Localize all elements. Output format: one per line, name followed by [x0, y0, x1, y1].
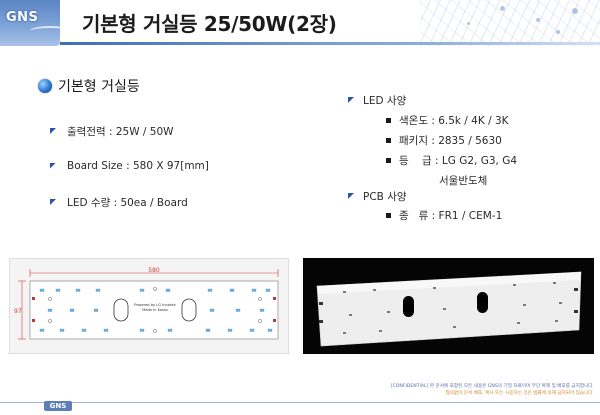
led-spec-heading: LED 사양	[348, 93, 406, 108]
led-spec-package: 패키지 : 2835 / 5630	[386, 133, 502, 148]
gns-logo: GNS	[0, 0, 70, 46]
spec-led-count: LED 수량 : 50ea / Board	[50, 195, 188, 210]
globe-bullet-icon	[38, 79, 52, 93]
notice-line-1: [CONFIDENTIAL] 본 문서에 포함된 모든 내용은 GNS의 기밀 …	[390, 384, 594, 389]
led-spec-heading-label: LED 사양	[363, 95, 407, 107]
pcb-photo-svg	[316, 271, 582, 347]
logo-swoosh-icon	[30, 26, 70, 36]
header-divider	[60, 42, 600, 45]
pcb-drawing-image: 580 97 Powered by LG Innotek Made in Kor…	[9, 258, 289, 354]
notice-line-2: 협의없이 문서 배포, 복사 또는 사용하는 것은 법률에 의해 금지되어 있습…	[445, 390, 594, 396]
pcb-spec-heading: PCB 사양	[348, 189, 407, 204]
spec-value: 색온도 : 6.5k / 4K / 3K	[399, 115, 509, 127]
square-bullet-icon	[386, 138, 391, 143]
spec-value: 등 급 : LG G2, G3, G4	[399, 155, 518, 167]
led-spec-grade: 등 급 : LG G2, G3, G4	[386, 153, 517, 168]
triangle-bullet-icon	[50, 163, 57, 170]
section-title: 기본형 거실등	[58, 79, 140, 95]
square-bullet-icon	[386, 213, 391, 218]
led-spec-grade-cont: 서울반도체	[439, 173, 487, 188]
square-bullet-icon	[386, 118, 391, 123]
led-spec-color-temp: 색온도 : 6.5k / 4K / 3K	[386, 113, 509, 128]
footer-divider	[0, 402, 600, 403]
board-text-1: Powered by LG Innotek	[134, 303, 176, 307]
spec-board-size: Board Size : 580 X 97[mm]	[50, 160, 209, 172]
triangle-bullet-icon	[50, 199, 57, 206]
pcb-spec-type: 종 류 : FR1 / CEM-1	[386, 208, 502, 223]
width-dimension-label: 580	[148, 267, 160, 274]
pcb-drawing-svg: 580 97 Powered by LG Innotek Made in Kor…	[14, 267, 279, 340]
triangle-bullet-icon	[348, 97, 355, 104]
pcb-spec-heading-label: PCB 사양	[363, 191, 407, 203]
header: GNS 기본형 거실등 25/50W(2장)	[0, 0, 600, 50]
section-heading: 기본형 거실등	[38, 76, 140, 96]
footer-logo: GNS	[44, 401, 72, 411]
confidential-notice: [CONFIDENTIAL] 본 문서에 포함된 모든 내용은 GNS의 기밀 …	[374, 384, 594, 397]
height-dimension-label: 97	[14, 308, 22, 315]
spec-label: Board Size : 580 X 97[mm]	[67, 160, 209, 172]
triangle-bullet-icon	[50, 128, 57, 135]
pcb-photo-image	[303, 258, 594, 354]
header-network-decoration	[420, 0, 600, 46]
spec-value: 패키지 : 2835 / 5630	[399, 135, 502, 147]
board-text-2: Made in Korea	[142, 308, 168, 312]
square-bullet-icon	[386, 158, 391, 163]
spec-value: 종 류 : FR1 / CEM-1	[399, 210, 503, 222]
triangle-bullet-icon	[348, 193, 355, 200]
spec-label: LED 수량 : 50ea / Board	[67, 197, 188, 209]
logo-text: GNS	[6, 10, 39, 25]
spec-output-power: 출력전력 : 25W / 50W	[50, 124, 174, 139]
page-title: 기본형 거실등 25/50W(2장)	[82, 12, 337, 36]
spec-label: 출력전력 : 25W / 50W	[67, 126, 174, 138]
spec-value: 서울반도체	[439, 175, 488, 187]
